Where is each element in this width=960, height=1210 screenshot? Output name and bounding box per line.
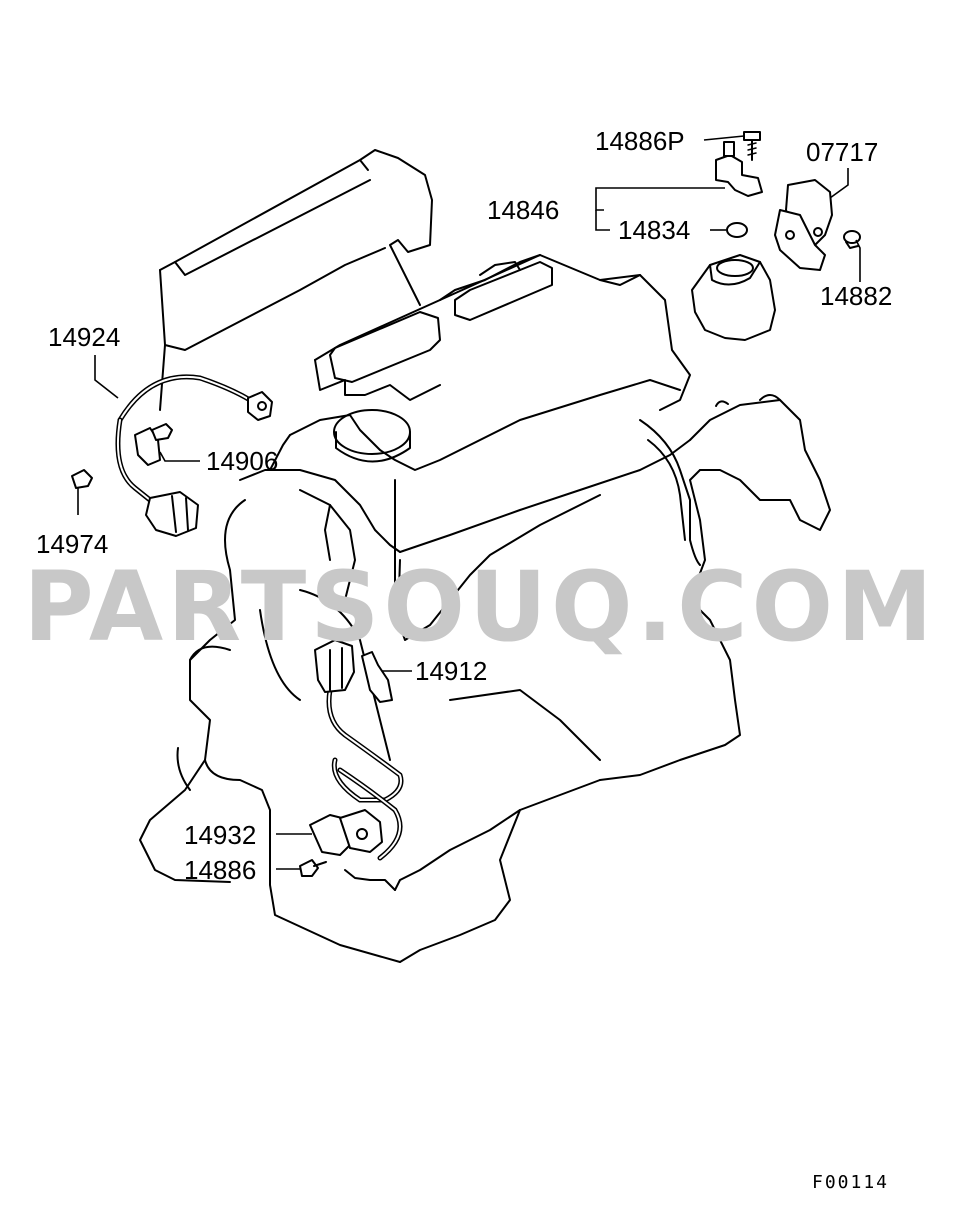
knock-sensor-harness [71, 374, 273, 537]
callout-14912: 14912 [415, 656, 487, 686]
cam-sensor-assembly [691, 131, 861, 341]
engine-outline [139, 149, 831, 963]
callout-14886P: 14886P [595, 126, 685, 156]
leader-lines [77, 135, 861, 870]
callout-labels: 14886P 07717 14846 14834 14882 14924 149… [36, 126, 892, 885]
callout-14834: 14834 [618, 215, 690, 245]
crank-sensor-harness [299, 639, 404, 877]
callout-14886: 14886 [184, 855, 256, 885]
callout-14882: 14882 [820, 281, 892, 311]
callout-14924: 14924 [48, 322, 120, 352]
watermark-text: PARTSOUQ.COM [23, 551, 936, 663]
callout-14906: 14906 [206, 446, 278, 476]
callout-14846: 14846 [487, 195, 559, 225]
callout-14932: 14932 [184, 820, 256, 850]
figure-code: F00114 [812, 1172, 889, 1193]
callout-14974: 14974 [36, 529, 108, 559]
callout-07717: 07717 [806, 137, 878, 167]
